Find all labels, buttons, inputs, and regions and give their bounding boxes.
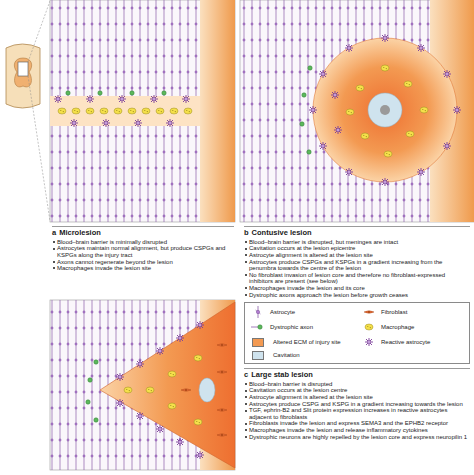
bullet-point: Astrocytes produce CSPG and KSPG in a gr… [244,401,470,408]
legend-label: Reactive astrocyte [381,339,430,346]
bullet-point: Astrocyte alignment is altered at the le… [244,394,470,401]
bullet-dot [245,410,247,412]
bullet-point: Macrophages invade the lesion site [52,265,234,272]
legend-symbol [249,306,267,318]
bullet-dot [245,274,247,276]
bullet-point: Cavitation occurs at the lesion epicentr… [244,245,470,252]
bullet-dot [245,423,247,425]
text-panel: aMicrolesionBlood–brain barrier is minim… [52,226,234,272]
panel-heading: bContusive lesion [244,229,470,237]
bullet-dot [245,390,247,392]
legend-swatch [252,338,264,347]
legend-symbol [360,336,378,348]
large-stab-lesion-panel [50,300,235,470]
bullet-point: Macrophages invade the lesion and releas… [244,427,470,434]
panel-title: Contusive lesion [252,228,312,237]
bullet-dot [245,261,247,263]
bullet-point: Dystrophic axons approach the lesion bef… [244,292,470,299]
bullet-point: Dystrophic neurons are highly repelled b… [244,434,470,441]
legend-entry: Cavitation [249,351,354,360]
microlesion-panel [50,0,235,222]
bullet-dot [245,254,247,256]
legend-entry: Macrophage [360,321,465,333]
panel-title: Microlesion [59,228,101,237]
bullet-dot [245,248,247,250]
bullet-point: Astrocytes maintain normal alignment, bu… [52,245,234,258]
bullet-dot [245,403,247,405]
bullet-point: Fibroblasts invade the lesion and expres… [244,420,470,427]
bullet-point: Macrophages invade the lesion and its co… [244,285,470,292]
panel-heading: aMicrolesion [52,229,234,237]
panel-heading: cLarge stab lesion [244,371,470,379]
legend-symbol [360,306,378,318]
panel-letter: a [52,228,56,237]
bullet-dot [245,396,247,398]
legend-label: Macrophage [381,324,414,331]
legend-entry: Reactive astrocyte [360,336,465,348]
bullet-dot [53,248,55,250]
bullet-point: Blood–brain barrier is minimally disrupt… [52,239,234,246]
legend-label: Cavitation [273,352,300,359]
legend-symbol [249,321,267,333]
legend-entry: Dystrophic axon [249,321,354,333]
bullet-point: Blood–brain barrier is disrupted, but me… [244,239,470,246]
legend-label: Fibroblast [381,309,407,316]
legend-entry: Astrocyte [249,306,354,318]
bullet-dot [245,383,247,385]
legend-symbol [360,321,378,333]
legend-label: Altered ECM of injury site [273,339,341,346]
bullet-dot [245,241,247,243]
legend-label: Dystrophic axon [270,324,313,331]
bullet-dot [245,294,247,296]
bullet-dot [53,267,55,269]
legend-box: Astrocyte FibroblastDystrophic axon Macrop… [244,302,470,364]
spinal-cord-icon [6,1,50,221]
legend-swatch [252,351,264,360]
bullet-dot [245,429,247,431]
legend-entry: Fibroblast [360,306,465,318]
bullet-point: Astrocyte alignment is altered at the le… [244,252,470,259]
panel-letter: b [244,228,249,237]
bullet-point: Astrocytes produce CSPGs and KSPGs in a … [244,259,470,272]
bullet-dot [53,241,55,243]
bullet-point: Axons cannot regenerate beyond the lesio… [52,259,234,266]
bullet-point: Cavitation occurs at the lesion centre [244,387,470,394]
panel-title: Large stab lesion [251,370,313,379]
bullet-point: Blood–brain barrier is disrupted [244,381,470,388]
contusive-lesion-panel [240,0,474,222]
bullet-dot [245,287,247,289]
bullet-dot [53,261,55,263]
bullet-dot [245,436,247,438]
bullet-point: No fibroblast invasion of lesion core an… [244,272,470,285]
legend-entry: Altered ECM of injury site [249,336,354,348]
text-panel: bContusive lesionBlood–brain barrier is … [244,226,470,298]
panel-letter: c [244,370,248,379]
bullet-point: TGF, ephrin-B2 and Slit protein expressi… [244,407,470,420]
text-panel: cLarge stab lesionBlood–brain barrier is… [244,368,470,440]
legend-label: Astrocyte [270,309,295,316]
